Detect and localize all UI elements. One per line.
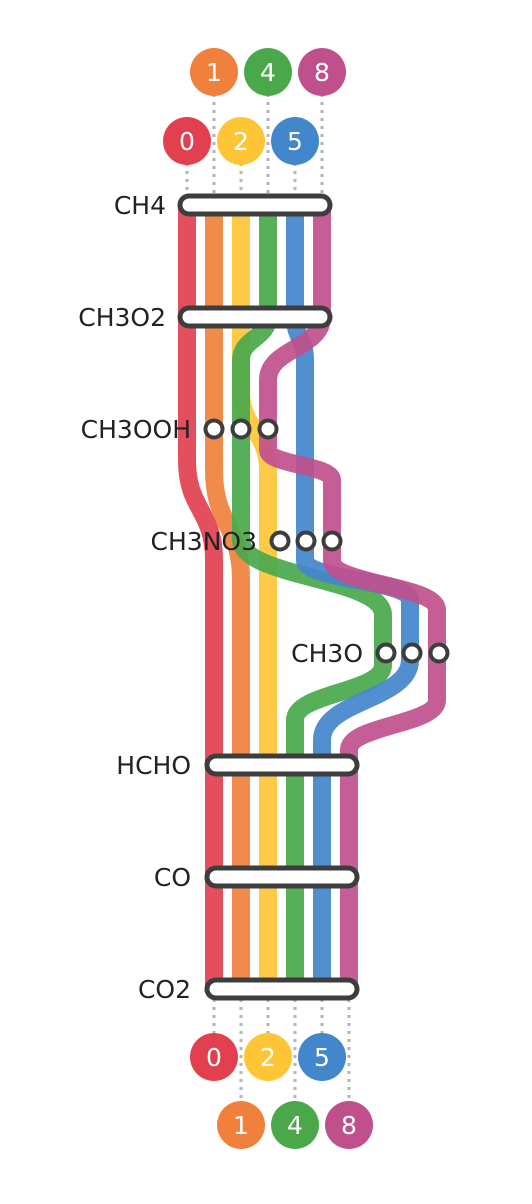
species-label: CH3O [291,639,363,668]
species-bar [177,305,333,329]
pathway-badge-circle [298,48,346,96]
pathway-badge-circle [163,117,211,165]
pathway-badge-label: 5 [287,127,303,156]
pathway-badge-label: 5 [314,1043,330,1072]
pathway-badge-circle [271,117,319,165]
pathway-badge-circle [190,1033,238,1081]
pathway-badge-circle [190,48,238,96]
species-label: CH3OOH [81,415,191,444]
species-label: HCHO [116,751,191,780]
pathway-badge-label: 2 [260,1043,276,1072]
pathway-badge-label: 0 [206,1043,222,1072]
species-dot [321,530,343,552]
pathway-badge-label: 8 [341,1111,357,1140]
species-dot [401,642,423,664]
pathway-badge-circle [298,1033,346,1081]
pathway-badge-circle [325,1101,373,1149]
pathway-badge-label: 4 [260,58,276,87]
species-dot [295,530,317,552]
pathway-badge-label: 8 [314,58,330,87]
species-nodes [177,193,450,1001]
pathway-8-line [259,205,446,989]
species-label: CO [154,863,191,892]
species-bar [177,193,333,217]
pathway-badge-label: 0 [179,127,195,156]
pathway-badges: 1 4 8 0 2 5 0 2 5 1 4 8 [163,48,373,1149]
pathway-badge-label: 4 [287,1111,303,1140]
species-label: CH3O2 [78,303,166,332]
species-label: CH3NO3 [151,527,257,556]
species-dot [375,642,397,664]
pathway-badge-circle [271,1101,319,1149]
species-dot [428,642,450,664]
species-bar [204,977,360,1001]
pathway-0-line [178,205,223,989]
pathway-badge-circle [244,48,292,96]
species-bar [204,753,360,777]
pathway-1-line [205,205,250,989]
species-dot [257,418,279,440]
pathway-badge-circle [217,1101,265,1149]
species-label: CO2 [138,975,191,1004]
species-dot [203,418,225,440]
pathway-lines [178,205,446,989]
pathway-badge-circle [244,1033,292,1081]
species-dot [269,530,291,552]
pathway-badge-label: 1 [206,58,222,87]
pathway-badge-circle [217,117,265,165]
pathway-badge-label: 2 [233,127,249,156]
species-dot [230,418,252,440]
species-label: CH4 [114,191,166,220]
species-bar [204,865,360,889]
dotted-guides [185,94,351,1103]
pathway-badge-label: 1 [233,1111,249,1140]
